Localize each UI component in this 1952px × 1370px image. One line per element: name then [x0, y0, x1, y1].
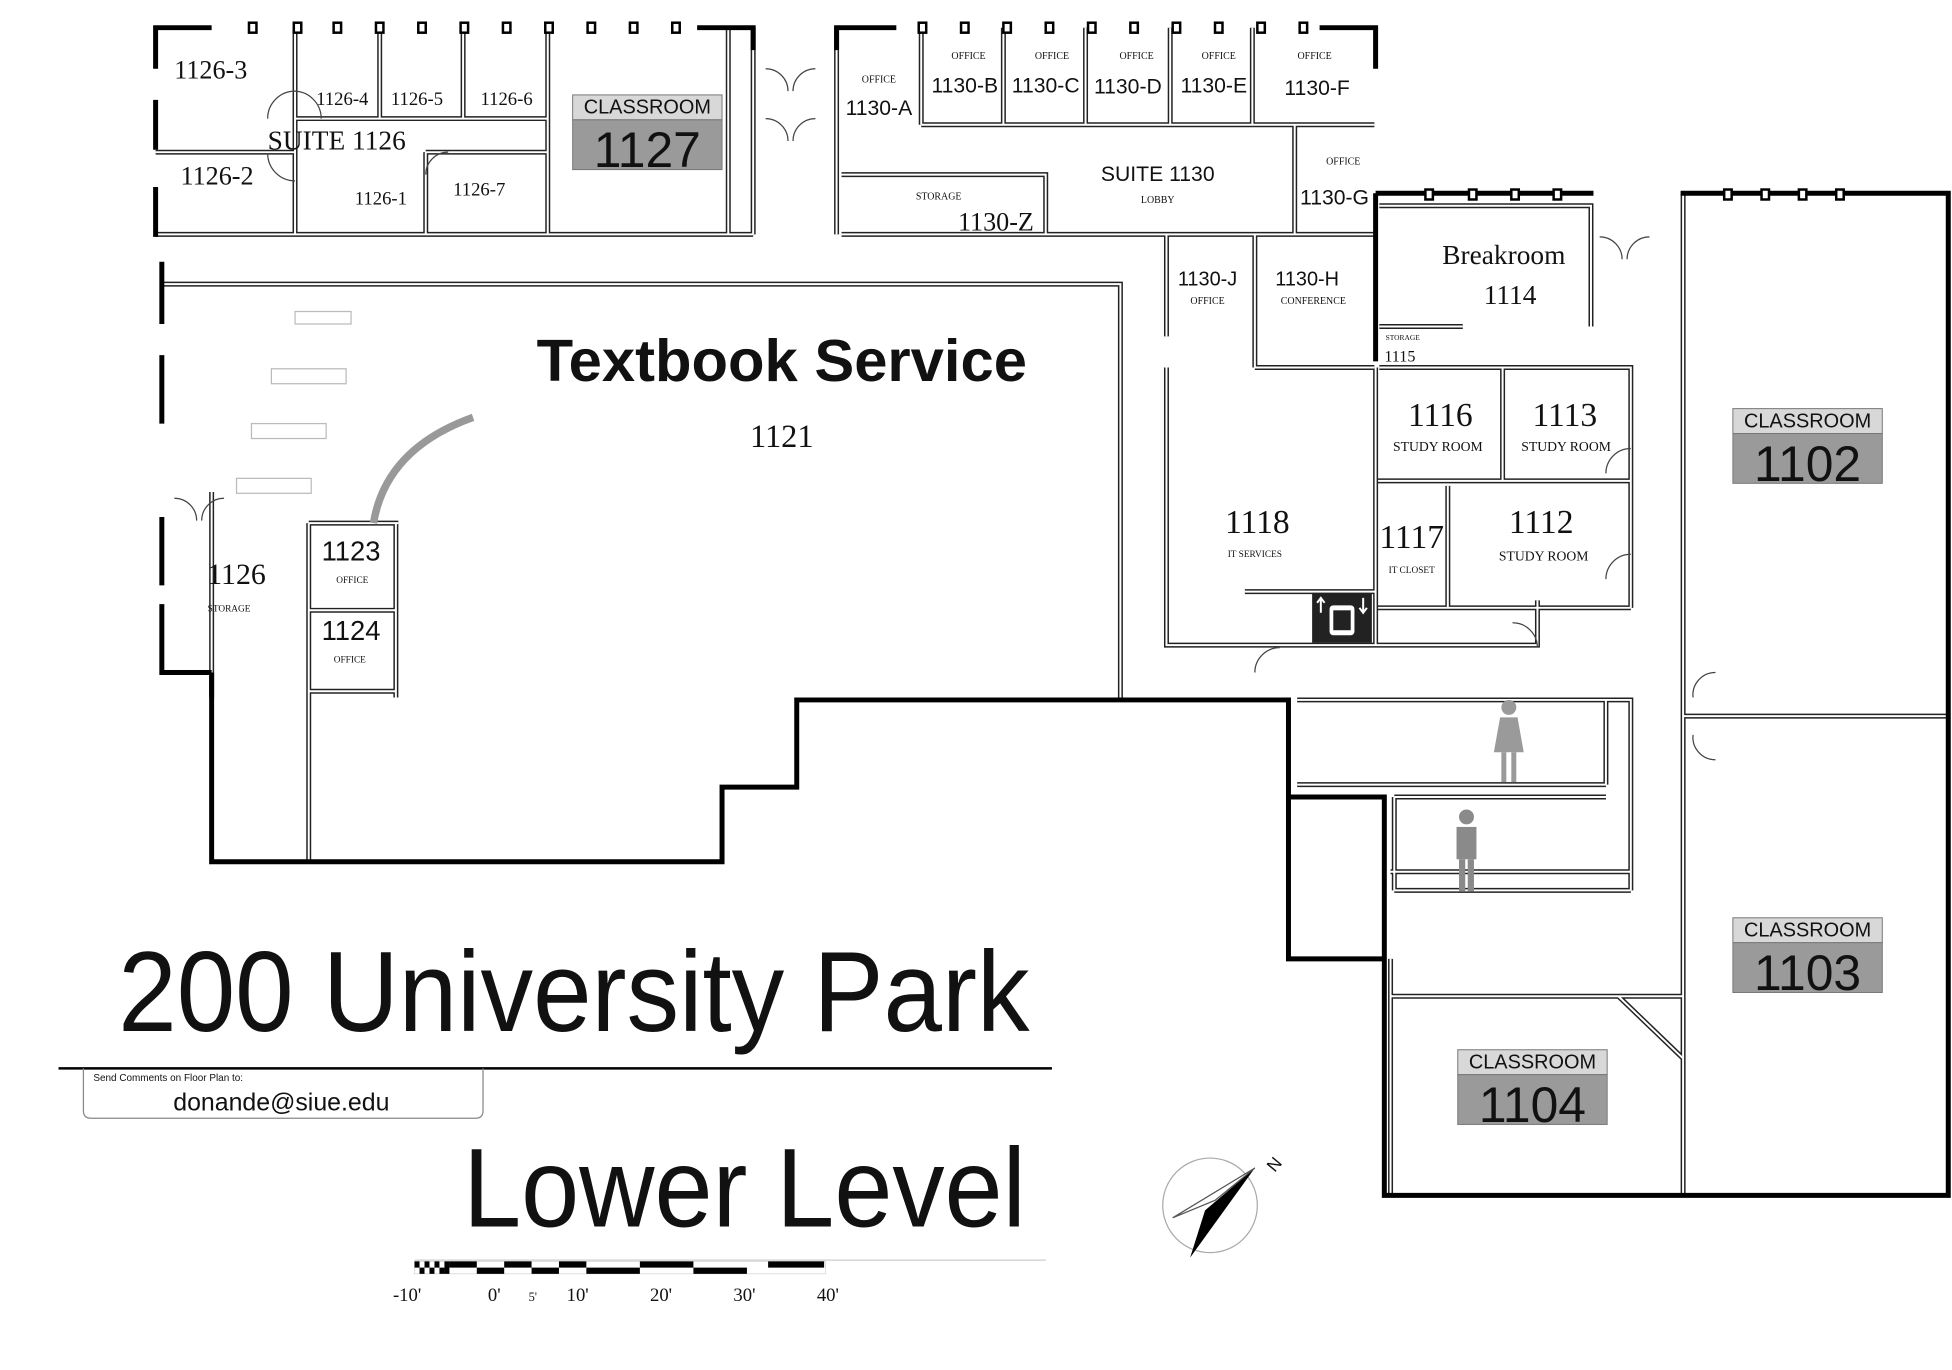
sign-top: [1732, 408, 1883, 435]
room-1130-a: 1130-A: [846, 97, 914, 120]
room-1130-c: 1130-C: [1012, 74, 1080, 97]
lobby-label: LOBBY: [1141, 195, 1175, 206]
classroom-1103-sign: CLASSROOM 1103: [1732, 917, 1883, 1001]
building-title: 200 University Park: [118, 928, 1030, 1056]
it-closet-label: IT CLOSET: [1389, 566, 1436, 576]
room-1112: 1112: [1509, 504, 1574, 541]
scale-tick: 40': [817, 1285, 839, 1306]
office-label: OFFICE: [1035, 51, 1069, 62]
room-1126-2: 1126-2: [181, 162, 254, 191]
room-1117: 1117: [1379, 519, 1444, 556]
classroom-label: CLASSROOM: [1744, 919, 1871, 941]
scale-tick: -10': [393, 1285, 421, 1306]
room-1130-b: 1130-B: [931, 74, 998, 97]
room-1130-j: 1130-J: [1178, 268, 1237, 290]
exterior-walls: [153, 25, 1951, 1198]
classroom-number: 1103: [1754, 945, 1861, 1001]
room-1123: 1123: [322, 536, 381, 567]
office-label: OFFICE: [336, 576, 368, 586]
classroom-label: CLASSROOM: [1744, 410, 1871, 432]
room-1130-z: 1130-Z: [958, 208, 1034, 237]
office-label: OFFICE: [1119, 51, 1153, 62]
suite-1126: 1126-3 1126-4 1126-5 1126-6 SUITE 1126 1…: [174, 56, 532, 210]
doors: [174, 68, 1716, 761]
suite-1130: OFFICE 1130-A OFFICE 1130-B OFFICE 1130-…: [846, 51, 1369, 307]
scale-tick: 30': [733, 1285, 755, 1306]
storage-1115-label: STORAGE: [1386, 333, 1421, 342]
storage-label: STORAGE: [916, 191, 962, 202]
room-1130-h: 1130-H: [1275, 268, 1339, 290]
classroom-1102-sign: CLASSROOM 1102: [1732, 408, 1883, 492]
elevator-icon: [1312, 592, 1372, 643]
room-1126: 1126: [207, 558, 266, 591]
suite-1126-title: SUITE 1126: [268, 126, 406, 156]
scale-bar: -10' 0' 5' 10' 20' 30' 40': [393, 1259, 1046, 1306]
study-room-label: STUDY ROOM: [1393, 439, 1483, 454]
classroom-1104-sign: CLASSROOM 1104: [1457, 1049, 1608, 1133]
office-label: OFFICE: [334, 656, 366, 666]
room-1115: 1115: [1384, 348, 1415, 365]
room-1113: 1113: [1532, 397, 1597, 434]
office-label: OFFICE: [1326, 157, 1360, 168]
classroom-label: CLASSROOM: [584, 97, 711, 119]
sign-bottom: [1457, 1074, 1608, 1125]
room-1130-g: 1130-G: [1300, 186, 1369, 209]
office-label: OFFICE: [1190, 296, 1224, 307]
sign-bottom: [1732, 433, 1883, 484]
room-1130-d: 1130-D: [1094, 76, 1162, 99]
scale-tick: 0': [488, 1285, 501, 1306]
conference-label: CONFERENCE: [1281, 296, 1346, 307]
breakroom-name: Breakroom: [1442, 240, 1565, 270]
comments-box: Send Comments on Floor Plan to:: [82, 1068, 484, 1119]
womens-restroom-icon: [1493, 699, 1524, 783]
comments-email-link[interactable]: donande@siue.edu: [173, 1089, 389, 1117]
room-1126-5: 1126-5: [391, 89, 443, 110]
scale-tick: 5': [529, 1290, 537, 1304]
room-1130-f: 1130-F: [1284, 77, 1350, 100]
windows: [247, 21, 1845, 201]
scale-tick: 20': [650, 1285, 672, 1306]
classroom-1127-sign: CLASSROOM 1127: [572, 94, 723, 178]
suite-1130-title: SUITE 1130: [1101, 163, 1215, 186]
level-title: Lower Level: [463, 1126, 1026, 1251]
it-services-label: IT SERVICES: [1228, 550, 1282, 560]
office-label: OFFICE: [1297, 51, 1331, 62]
rooms: Breakroom 1114 STORAGE 1115 1116 STUDY R…: [207, 240, 1611, 665]
storage-label: STORAGE: [208, 605, 251, 615]
office-label: OFFICE: [951, 51, 985, 62]
room-1116: 1116: [1408, 397, 1473, 434]
room-1130-e: 1130-E: [1180, 74, 1247, 97]
sign-bottom: [572, 119, 723, 171]
room-1126-7: 1126-7: [453, 180, 505, 201]
textbook-service-area: Textbook Service 1121: [235, 310, 1027, 524]
north-arrow-icon: N: [1162, 1153, 1286, 1258]
room-1126-4: 1126-4: [316, 89, 369, 110]
sign-top: [1457, 1049, 1608, 1076]
mens-restroom-icon: [1456, 809, 1477, 892]
scale-tick: 10': [567, 1285, 589, 1306]
room-1126-6: 1126-6: [481, 89, 533, 110]
study-room-label: STUDY ROOM: [1521, 439, 1611, 454]
office-label: OFFICE: [1202, 51, 1236, 62]
classroom-number: 1127: [594, 122, 701, 178]
compass-north-label: N: [1263, 1153, 1286, 1175]
room-1114: 1114: [1484, 280, 1537, 310]
room-1126-3: 1126-3: [174, 56, 247, 85]
room-1124: 1124: [322, 615, 381, 646]
comments-label: Send Comments on Floor Plan to:: [93, 1073, 243, 1084]
classroom-label: CLASSROOM: [1469, 1051, 1596, 1073]
classroom-number: 1102: [1754, 436, 1861, 492]
room-1121: 1121: [750, 418, 814, 454]
sign-top: [1732, 917, 1883, 944]
study-room-label: STUDY ROOM: [1499, 549, 1589, 564]
classroom-number: 1104: [1479, 1077, 1586, 1133]
sign-bottom: [1732, 942, 1883, 993]
room-1118: 1118: [1225, 504, 1290, 541]
office-label: OFFICE: [862, 74, 896, 85]
textbook-service-title: Textbook Service: [537, 327, 1027, 394]
room-1126-1: 1126-1: [355, 188, 407, 209]
